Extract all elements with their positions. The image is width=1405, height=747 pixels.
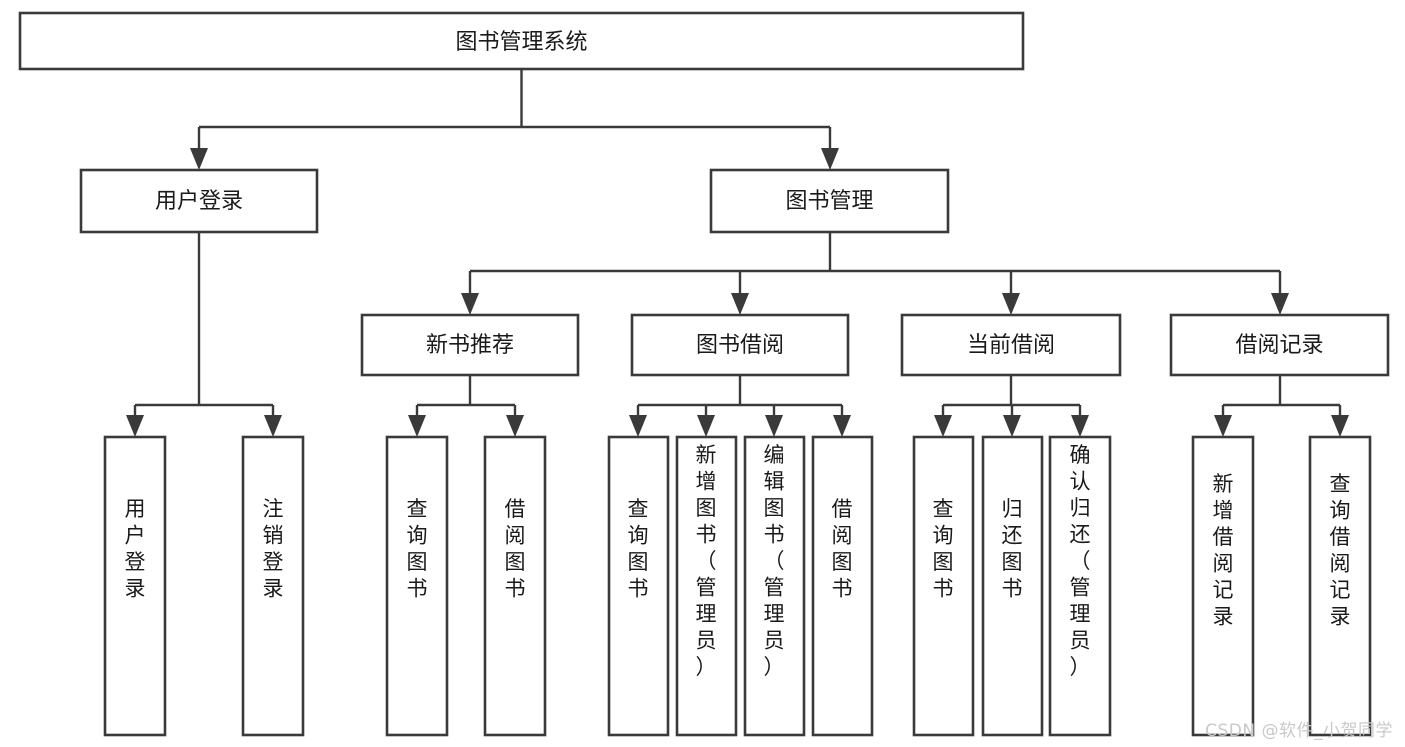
node-leaf-borrow-book-1-box[interactable] [483,435,547,737]
node-leaf-add-record-label: 新增借阅记录 [1213,472,1234,629]
node-new-book-rec-box[interactable] [360,313,580,377]
arrowhead-book-manage [821,148,839,170]
node-leaf-logout-label: 注销登录 [263,497,284,601]
node-leaf-add-record[interactable]: 新增借阅记录 [1191,435,1255,737]
connector-userlogin-to-leaves [126,232,282,437]
arrowhead-leaf-user-login [126,415,144,437]
node-new-book-rec-label: 新书推荐 [426,333,514,358]
node-user-login[interactable]: 用户登录 [79,168,319,234]
node-leaf-edit-book-label: 编辑图书（管理员） [764,443,785,679]
arrowhead-leaf-add-book [697,415,715,437]
node-current-borrow-label: 当前借阅 [967,333,1055,358]
node-leaf-borrow-book-2-box[interactable] [811,435,874,737]
arrowhead-leaf-borrow-book-1 [506,415,524,437]
node-leaf-query-book-2[interactable]: 查询图书 [607,435,670,737]
connector-bookborrow-to-leaves [629,375,851,437]
node-leaf-user-login[interactable]: 用户登录 [103,435,167,737]
node-leaf-return-book-label: 归还图书 [1002,497,1023,601]
connector-root-to-level1 [190,69,839,170]
node-book-borrow[interactable]: 图书借阅 [630,313,850,377]
node-borrow-record-box[interactable] [1169,313,1390,377]
node-leaf-user-login-label: 用户登录 [125,497,146,601]
node-book-borrow-label: 图书借阅 [696,333,784,358]
connector-borrowrecord-to-leaves [1214,375,1349,437]
node-root-box[interactable] [18,11,1025,71]
node-current-borrow-box[interactable] [900,313,1122,377]
node-leaf-add-book-box[interactable] [675,435,738,737]
arrowhead-leaf-edit-book [765,415,783,437]
connector-currentborrow-to-leaves [934,375,1089,437]
node-book-manage-label: 图书管理 [785,189,873,214]
node-current-borrow[interactable]: 当前借阅 [900,313,1122,377]
node-leaf-return-book-box[interactable] [981,435,1044,737]
node-borrow-record-label: 借阅记录 [1235,333,1323,358]
arrowhead-leaf-logout [264,415,282,437]
connector-bookmanage-to-level2 [461,232,1289,315]
node-leaf-borrow-book-2[interactable]: 借阅图书 [811,435,874,737]
node-leaf-add-book-label: 新增图书（管理员） [696,443,717,679]
node-leaf-borrow-book-1[interactable]: 借阅图书 [483,435,547,737]
node-leaf-confirm-return-box[interactable] [1048,435,1112,737]
node-leaf-borrow-book-2-label: 借阅图书 [832,497,853,601]
arrowhead-leaf-return-book [1003,415,1021,437]
arrowhead-book-borrow [731,293,749,315]
node-leaf-query-book-3-box[interactable] [912,435,975,737]
connector-layer [126,69,1349,437]
node-leaf-confirm-return[interactable]: 确认归还（管理员） [1048,435,1112,737]
node-user-login-label: 用户登录 [155,189,243,214]
node-leaf-confirm-return-label: 确认归还（管理员） [1070,443,1091,679]
node-leaf-logout-box[interactable] [241,435,305,737]
arrowhead-borrow-record [1271,293,1289,315]
node-leaf-add-book[interactable]: 新增图书（管理员） [675,435,738,737]
node-root-label: 图书管理系统 [455,30,587,55]
node-leaf-query-book-1-box[interactable] [385,435,449,737]
node-leaf-query-record[interactable]: 查询借阅记录 [1308,435,1372,737]
connector-newbookrec-to-leaves [408,375,524,437]
node-leaf-return-book[interactable]: 归还图书 [981,435,1044,737]
arrowhead-leaf-borrow-book-2 [833,415,851,437]
node-user-login-box[interactable] [79,168,319,234]
node-leaf-edit-book-box[interactable] [743,435,806,737]
node-root[interactable]: 图书管理系统 [18,11,1025,71]
node-leaf-add-record-box[interactable] [1191,435,1255,737]
node-leaf-query-record-label: 查询借阅记录 [1330,472,1351,629]
arrowhead-leaf-query-book-1 [408,415,426,437]
node-leaf-query-book-3[interactable]: 查询图书 [912,435,975,737]
node-leaf-query-book-2-label: 查询图书 [628,497,649,601]
arrowhead-new-book-rec [461,293,479,315]
arrowhead-leaf-confirm-return [1071,415,1089,437]
node-leaf-logout[interactable]: 注销登录 [241,435,305,737]
arrowhead-leaf-query-record [1331,415,1349,437]
arrowhead-user-login [190,148,208,170]
node-book-manage[interactable]: 图书管理 [709,168,950,234]
node-leaf-query-book-3-label: 查询图书 [933,497,954,601]
node-leaf-borrow-book-1-label: 借阅图书 [505,497,526,601]
node-leaf-query-record-box[interactable] [1308,435,1372,737]
arrowhead-leaf-add-record [1214,415,1232,437]
node-book-manage-box[interactable] [709,168,950,234]
node-leaf-query-book-2-box[interactable] [607,435,670,737]
node-new-book-rec[interactable]: 新书推荐 [360,313,580,377]
csdn-watermark: CSDN @软件_小贺同学 [1205,721,1393,741]
arrowhead-leaf-query-book-2 [629,415,647,437]
node-borrow-record[interactable]: 借阅记录 [1169,313,1390,377]
node-leaf-query-book-1[interactable]: 查询图书 [385,435,449,737]
node-book-borrow-box[interactable] [630,313,850,377]
node-leaf-user-login-box[interactable] [103,435,167,737]
node-leaf-edit-book[interactable]: 编辑图书（管理员） [743,435,806,737]
arrowhead-leaf-query-book-3 [934,415,952,437]
arrowhead-current-borrow [1002,293,1020,315]
node-leaf-query-book-1-label: 查询图书 [407,497,428,601]
